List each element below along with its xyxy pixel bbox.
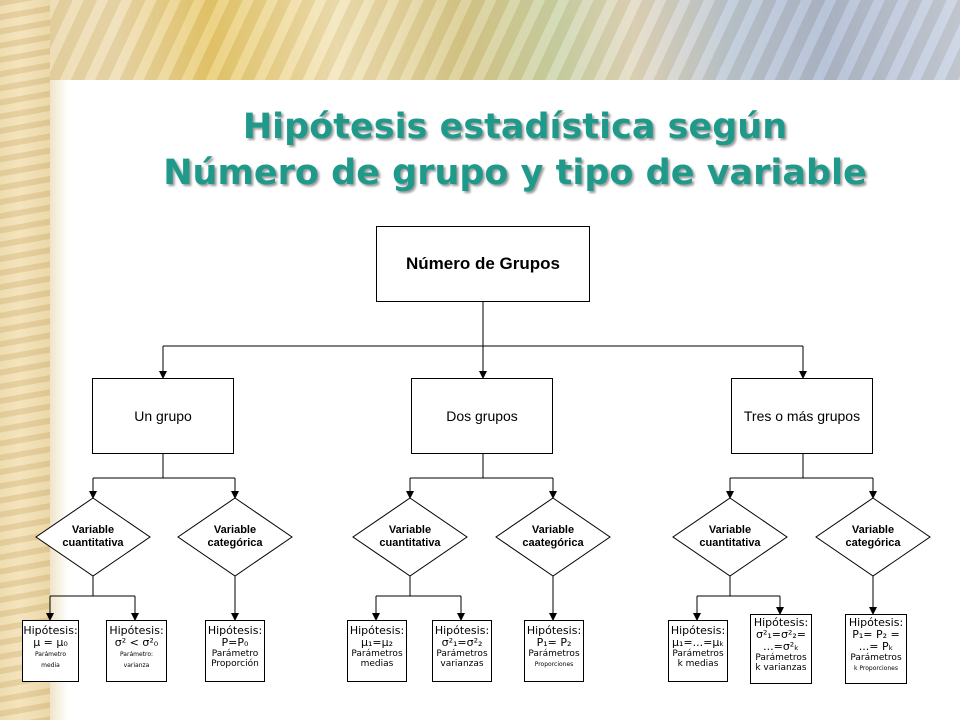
slide-title: Hipótesis estadística según Número de gr… <box>100 104 930 196</box>
hypothesis-heading: Hipótesis: <box>434 624 490 637</box>
hypothesis-heading: Hipótesis: <box>848 616 904 629</box>
hypothesis-parameter-name: k Proporciones <box>854 665 898 672</box>
hypothesis-parameter: Parámetros <box>850 653 902 663</box>
group-box-2: Dos grupos <box>411 378 553 454</box>
decision-line: categórica <box>845 537 901 549</box>
hypothesis-parameter-name: Proporción <box>211 659 259 669</box>
hypothesis-box-2: Hipótesis: σ² < σ²₀ Parámetro: varianza <box>106 620 167 682</box>
decision-line: caategórica <box>522 537 584 549</box>
decision-diamond-4 <box>495 497 611 577</box>
hypothesis-heading: Hipótesis: <box>526 624 582 637</box>
group-label: Un grupo <box>134 408 192 424</box>
decorative-top-band <box>0 0 960 80</box>
hypothesis-heading: Hipótesis: <box>349 624 405 637</box>
hypothesis-formula: μ₁=...=μₖ <box>671 636 724 649</box>
hypothesis-parameter: Parámetros <box>672 649 724 659</box>
hypothesis-parameter-name: varianza <box>123 662 150 669</box>
decision-label-1: Variable cuantitativa <box>33 524 153 550</box>
hypothesis-box-7: Hipótesis: μ₁=...=μₖ Parámetros k medias <box>668 620 728 682</box>
group-label: Dos grupos <box>446 408 518 424</box>
group-label: Tres o más grupos <box>743 408 861 424</box>
hypothesis-parameter-name: k varianzas <box>755 663 807 673</box>
decision-line: Variable <box>213 524 257 536</box>
hypothesis-formula: σ²₁=σ²₂ <box>441 636 483 649</box>
hypothesis-formula: μ = μ₀ <box>33 636 68 649</box>
decision-label-6: Variable categórica <box>813 524 933 550</box>
decision-line: cuantitativa <box>62 537 124 549</box>
hypothesis-parameter: Parámetros <box>436 649 488 659</box>
hypothesis-parameter: Parámetro <box>211 649 259 659</box>
decision-diamond-5 <box>672 497 788 577</box>
decision-label-2: Variable categórica <box>175 524 295 550</box>
decision-line: Variable <box>71 524 115 536</box>
hypothesis-formula-continued: ...= Pₖ <box>858 640 894 653</box>
hypothesis-formula: σ² < σ²₀ <box>114 636 159 649</box>
decision-label-3: Variable cuantitativa <box>350 524 470 550</box>
hypothesis-parameter: Parámetro: <box>119 651 154 658</box>
hypothesis-box-5: Hipótesis: σ²₁=σ²₂ Parámetros varianzas <box>432 620 492 682</box>
hypothesis-formula: P₁= P₂ = <box>852 628 900 641</box>
hypothesis-parameter: Parámetro <box>34 651 67 658</box>
decision-line: Variable <box>388 524 432 536</box>
hypothesis-parameter: Parámetros <box>528 649 580 659</box>
group-box-3: Tres o más grupos <box>731 378 873 454</box>
root-label: Número de Grupos <box>406 254 560 273</box>
hypothesis-box-3: Hipótesis: P=P₀ Parámetro Proporción <box>205 620 265 682</box>
decision-label-4: Variable caategórica <box>493 524 613 550</box>
decision-line: Variable <box>708 524 752 536</box>
hypothesis-parameter-name: Proporciones <box>534 661 574 668</box>
decision-diamond-3 <box>352 497 468 577</box>
decision-label-5: Variable cuantitativa <box>670 524 790 550</box>
hypothesis-heading: Hipótesis: <box>109 624 164 637</box>
title-line-1: Hipótesis estadística según <box>242 107 788 147</box>
decision-line: Variable <box>851 524 895 536</box>
hypothesis-formula: μ₁=μ₂ <box>360 636 394 649</box>
hypothesis-formula-continued: ...=σ²ₖ <box>763 640 799 653</box>
decision-diamond-6 <box>815 497 931 577</box>
decision-line: Variable <box>531 524 575 536</box>
hypothesis-parameter-name: media <box>41 662 60 669</box>
hypothesis-parameter-name: k medias <box>677 659 719 669</box>
decision-line: cuantitativa <box>379 537 441 549</box>
title-line-2: Número de grupo y tipo de variable <box>163 153 867 193</box>
hypothesis-parameter-name: varianzas <box>440 659 484 669</box>
hypothesis-box-8: Hipótesis: σ²₁=σ²₂= ...=σ²ₖ Parámetros k… <box>750 614 812 684</box>
hypothesis-formula: σ²₁=σ²₂= <box>755 628 806 641</box>
hypothesis-box-1: Hipótesis: μ = μ₀ Parámetro media <box>22 620 79 682</box>
decision-diamond-1 <box>35 497 151 577</box>
decision-diamond-2 <box>177 497 293 577</box>
hypothesis-parameter-name: medias <box>360 659 394 669</box>
decision-line: categórica <box>207 537 263 549</box>
hypothesis-box-4: Hipótesis: μ₁=μ₂ Parámetros medias <box>347 620 407 682</box>
hypothesis-parameter: Parámetros <box>755 653 807 663</box>
decorative-left-band <box>0 0 50 720</box>
hypothesis-box-9: Hipótesis: P₁= P₂ = ...= Pₖ Parámetros k… <box>845 614 907 684</box>
hypothesis-heading: Hipótesis: <box>207 624 263 637</box>
hypothesis-heading: Hipótesis: <box>670 624 726 637</box>
root-box: Número de Grupos <box>376 226 590 302</box>
hypothesis-heading: Hipótesis: <box>23 624 78 637</box>
hypothesis-box-6: Hipótesis: P₁= P₂ Parámetros Proporcione… <box>524 620 584 682</box>
hypothesis-formula: P₁= P₂ <box>536 636 572 649</box>
hypothesis-formula: P=P₀ <box>221 636 249 649</box>
hypothesis-heading: Hipótesis: <box>753 616 809 629</box>
hypothesis-parameter: Parámetros <box>351 649 403 659</box>
group-box-1: Un grupo <box>92 378 234 454</box>
decision-line: cuantitativa <box>699 537 761 549</box>
